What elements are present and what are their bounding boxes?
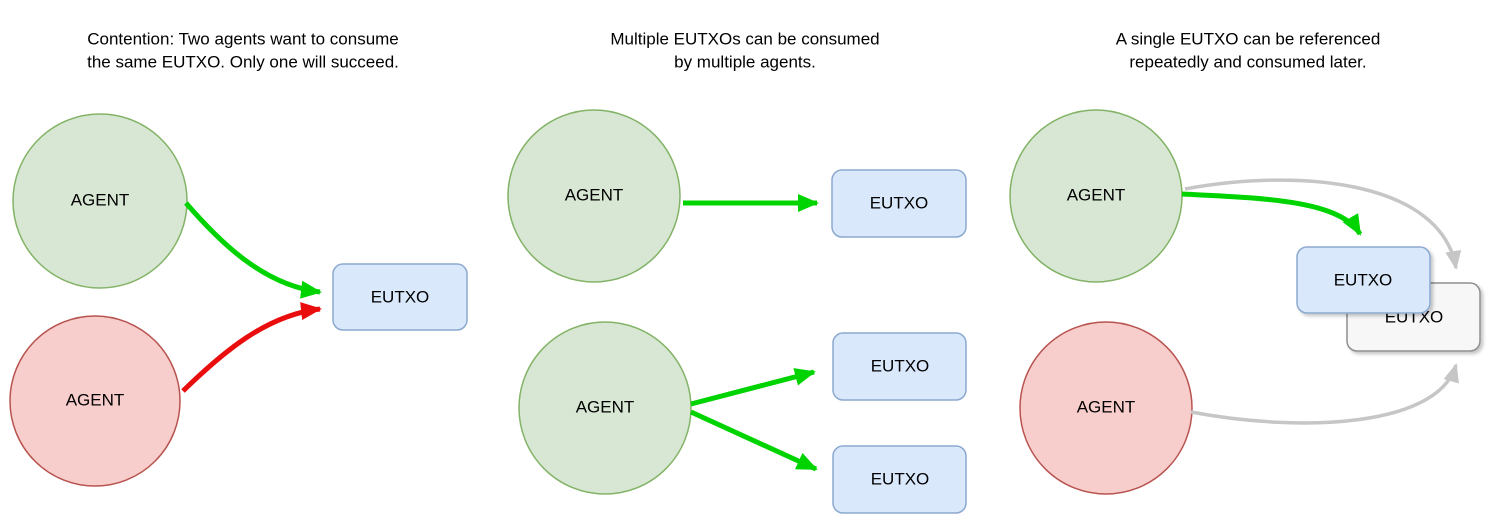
panel-2-title-line-1: Multiple EUTXOs can be consumed — [610, 29, 879, 48]
agent-node-red-label: AGENT — [66, 390, 125, 409]
arrow-gray-red-agent-consume — [1190, 363, 1459, 425]
arrow-green-agent-to-eutxo — [184, 201, 322, 299]
eutxo-node-contended — [332, 263, 468, 331]
agent-node-top-label: AGENT — [565, 185, 624, 204]
eutxo-node-bottom-label: EUTXO — [871, 469, 930, 488]
eutxo-node-contended-label: EUTXO — [371, 287, 430, 306]
agent-node-red — [9, 315, 181, 487]
eutxo-node-top-label: EUTXO — [870, 193, 929, 212]
panel-multiple: Multiple EUTXOs can be consumed by multi… — [507, 29, 967, 514]
panel-3-title-line-2: repeatedly and consumed later. — [1129, 52, 1366, 71]
eutxo-node-bottom — [832, 445, 967, 514]
arrow-red-agent-to-eutxo — [181, 302, 322, 393]
eutxo-node-middle-label: EUTXO — [871, 356, 930, 375]
panel-3-title-line-1: A single EUTXO can be referenced — [1116, 29, 1381, 48]
arrow-bottom-agent-to-bottom-eutxo — [689, 409, 818, 472]
panel-1-title-line-2: the same EUTXO. Only one will succeed. — [87, 52, 399, 71]
arrow-bottom-agent-to-middle-eutxo — [690, 368, 816, 407]
panel-1-title-line-1: Contention: Two agents want to consume — [87, 29, 399, 48]
eutxo-node-top — [831, 169, 967, 238]
agent-node-red-label: AGENT — [1077, 397, 1136, 416]
eutxo-node-referenced-label: EUTXO — [1334, 270, 1393, 289]
agent-node-bottom-label: AGENT — [576, 397, 635, 416]
agent-node-red — [1019, 321, 1193, 495]
agent-node-green-label: AGENT — [71, 190, 130, 209]
arrow-gray-green-agent-reference — [1184, 178, 1462, 270]
eutxo-node-referenced — [1296, 246, 1431, 314]
arrow-green-agent-to-eutxo — [1181, 191, 1363, 236]
agent-node-green — [12, 113, 188, 289]
eutxo-node-middle — [832, 332, 967, 401]
agent-node-top — [507, 109, 681, 283]
panel-reference: A single EUTXO can be referenced repeate… — [1009, 29, 1481, 495]
agent-node-bottom — [518, 321, 692, 495]
panel-contention: Contention: Two agents want to consume t… — [9, 29, 468, 487]
panel-2-title-line-2: by multiple agents. — [674, 52, 816, 71]
agent-node-green-label: AGENT — [1067, 185, 1126, 204]
